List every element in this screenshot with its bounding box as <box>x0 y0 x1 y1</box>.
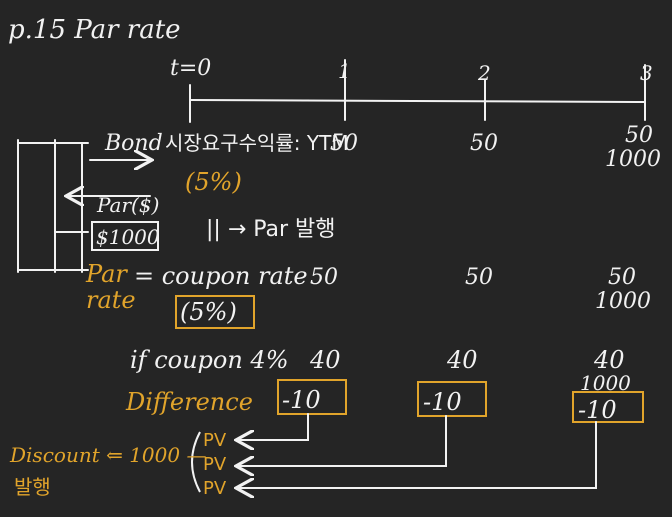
par-amount: $1000 <box>96 225 160 249</box>
par-rate-cashflow-t2: 50 <box>465 265 493 290</box>
pv-mark-3: PV <box>203 478 227 499</box>
difference-t1: -10 <box>282 386 321 414</box>
timeline <box>189 59 646 123</box>
par-rate-cashflow-t3: 50 <box>608 265 636 290</box>
coupon-rate-value: (5%) <box>180 298 237 326</box>
discount-label: Discount ⇐ 1000 — <box>9 443 206 467</box>
bond-sketch <box>17 139 150 273</box>
difference-boxes <box>277 379 644 423</box>
par-label: Par($) <box>96 193 159 217</box>
difference-t3: -10 <box>578 396 617 424</box>
tick-1: 1 <box>338 59 351 83</box>
pv-bracket <box>191 431 201 493</box>
par-amount-box <box>91 221 159 251</box>
if-coupon-cashflow-t1: 40 <box>309 346 341 374</box>
cashflow-t3: 50 <box>625 123 653 148</box>
tick-t0: t=0 <box>170 56 211 81</box>
pv-mark-2: PV <box>203 454 227 475</box>
pv-arrows <box>238 413 597 488</box>
if-coupon-cashflow-t3: 40 <box>593 346 625 374</box>
tick-3: 3 <box>640 61 653 85</box>
market-rate-note: 시장요구수익률: YTM <box>165 131 349 155</box>
par-rate-label-1: Par <box>85 260 128 288</box>
discount-issue: 발행 <box>14 475 51 499</box>
tick-2: 2 <box>477 61 491 85</box>
par-issue-note: || → Par 발행 <box>206 217 336 242</box>
if-coupon-cashflow-t2: 40 <box>446 346 478 374</box>
page-title: p.15 Par rate <box>8 15 181 45</box>
par-rate-equals: = coupon rate <box>134 262 308 290</box>
if-coupon-condition: if coupon 4% <box>130 346 289 374</box>
difference-label: Difference <box>125 388 253 416</box>
cashflow-t2: 50 <box>470 131 498 156</box>
face-value-t3: 1000 <box>605 147 661 172</box>
par-rate-label-2: rate <box>86 286 136 314</box>
bond-label: Bond <box>104 131 163 156</box>
pv-mark-1: PV <box>203 430 227 451</box>
coupon-rate-box <box>175 295 255 329</box>
par-rate-face-value: 1000 <box>595 289 651 314</box>
market-rate-value: (5%) <box>185 168 242 196</box>
par-rate-cashflow-t1: 50 <box>310 265 338 290</box>
difference-t2: -10 <box>423 388 462 416</box>
cashflow-t1: 50 <box>330 131 358 156</box>
